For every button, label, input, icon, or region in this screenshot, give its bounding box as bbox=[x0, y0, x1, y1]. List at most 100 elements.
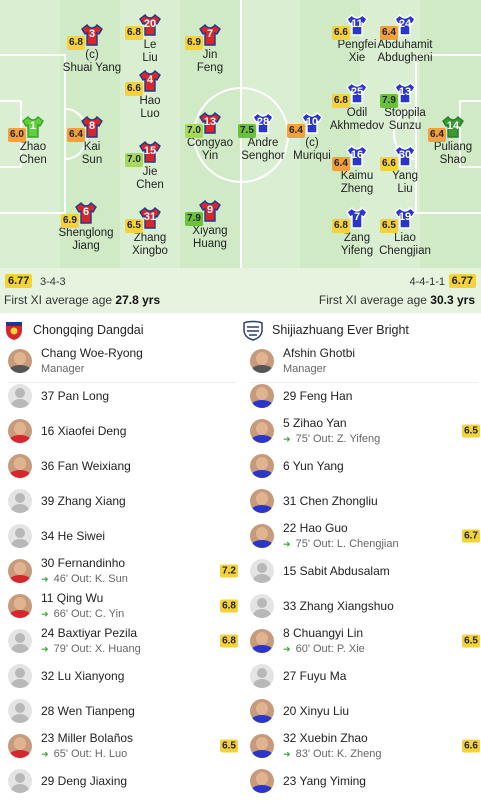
lineup-player-name: 36 Fan Weixiang bbox=[41, 458, 131, 473]
divider bbox=[8, 382, 236, 383]
player-avatar bbox=[250, 663, 274, 688]
lineup-row[interactable]: 28 Wen Tianpeng bbox=[8, 693, 238, 728]
sub-rating: 7.2 bbox=[220, 564, 238, 577]
player-shirt-icon: 8 bbox=[81, 116, 103, 138]
lineup-player-name: 16 Xiaofei Deng bbox=[41, 423, 127, 438]
player-shirt-icon: 4 bbox=[139, 70, 161, 92]
lineup-row[interactable]: 32 Lu Xianyong bbox=[8, 658, 238, 693]
shirt-number: 3 bbox=[88, 28, 96, 40]
lineup-row[interactable]: 16 Xiaofei Deng bbox=[8, 413, 238, 448]
away-team-crest-icon bbox=[243, 320, 263, 341]
lineup-row[interactable]: 31 Chen Zhongliu bbox=[250, 483, 480, 518]
player-shirt-icon: 7 bbox=[346, 207, 368, 229]
lineup-row[interactable]: 27 Fuyu Ma bbox=[250, 658, 480, 693]
home-team-header[interactable]: Chongqing Dangdai bbox=[3, 318, 144, 342]
lineup-player-name: 30 Fernandinho bbox=[41, 555, 126, 570]
lineup-row[interactable]: 6 Yun Yang bbox=[250, 448, 480, 483]
shirt-number: 19 bbox=[398, 211, 412, 223]
sub-in-icon: ➜ bbox=[283, 538, 291, 549]
player-rating: 6.6 bbox=[380, 157, 398, 171]
player-avatar bbox=[250, 453, 274, 478]
lineup-row[interactable]: 36 Fan Weixiang bbox=[8, 448, 238, 483]
player-rating: 6.8 bbox=[332, 219, 350, 233]
shirt-number: 11 bbox=[351, 18, 363, 30]
player-avatar bbox=[8, 733, 32, 758]
away-avg-age: First XI average age 30.3 yrs bbox=[318, 293, 475, 307]
lineup-row[interactable]: 29 Deng Jiaxing bbox=[8, 763, 238, 798]
sub-in-icon: ➜ bbox=[41, 608, 49, 619]
lineup-row[interactable]: 15 Sabit Abdusalam bbox=[250, 553, 480, 588]
lineup-row[interactable]: 39 Zhang Xiang bbox=[8, 483, 238, 518]
sub-rating: 6.8 bbox=[220, 599, 238, 612]
player-shirt-icon: 20 bbox=[139, 14, 161, 36]
player-shirt-icon: 1 bbox=[22, 116, 44, 138]
player-avatar bbox=[250, 418, 274, 443]
player-avatar bbox=[250, 768, 274, 793]
home-team-crest-icon bbox=[6, 322, 22, 340]
lineup-row[interactable]: 29 Feng Han bbox=[250, 378, 480, 413]
lineup-row[interactable]: 34 He Siwei bbox=[8, 518, 238, 553]
player-avatar bbox=[250, 523, 274, 548]
player-rating: 6.6 bbox=[332, 26, 350, 40]
lineup-player-name: 39 Zhang Xiang bbox=[41, 493, 126, 508]
lineup-player-name: 33 Zhang Xiangshuo bbox=[283, 598, 394, 613]
sub-in-icon: ➜ bbox=[283, 748, 291, 759]
lineup-player-name: 15 Sabit Abdusalam bbox=[283, 563, 390, 578]
lineup-row[interactable]: 23 Yang Yiming bbox=[250, 763, 480, 798]
lineup-row[interactable]: 33 Zhang Xiangshuo bbox=[250, 588, 480, 623]
sub-in-icon: ➜ bbox=[41, 643, 49, 654]
player-avatar bbox=[8, 698, 32, 723]
shirt-number: 14 bbox=[446, 120, 460, 132]
player-avatar bbox=[8, 418, 32, 443]
player-rating: 7.0 bbox=[185, 124, 203, 138]
lineup-row[interactable]: 37 Pan Long bbox=[8, 378, 238, 413]
shirt-number: 15 bbox=[143, 145, 157, 157]
player-avatar bbox=[250, 558, 274, 583]
lineup-player-name: Afshin Ghotbi bbox=[283, 345, 356, 360]
lineup-player-name: 32 Xuebin Zhao bbox=[283, 730, 368, 745]
shirt-number: 4 bbox=[146, 74, 154, 86]
lineup-row[interactable]: 20 Xinyu Liu bbox=[250, 693, 480, 728]
player-rating: 7.0 bbox=[125, 153, 143, 167]
player-avatar bbox=[250, 628, 274, 653]
lineup-player-name: 24 Baxtiyar Pezila bbox=[41, 625, 138, 640]
away-team-header[interactable]: Shijiazhuang Ever Bright bbox=[242, 318, 409, 342]
player-shirt-icon: 6 bbox=[75, 202, 97, 224]
